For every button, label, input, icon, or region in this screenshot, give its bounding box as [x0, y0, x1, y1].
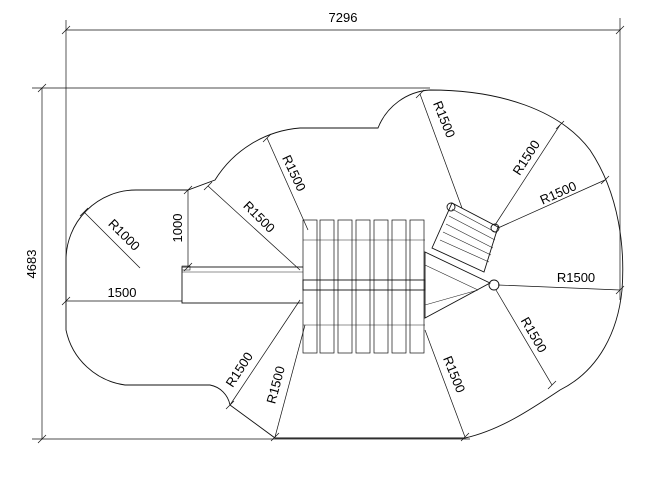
safety-zone-outline: [65, 89, 624, 439]
radius-label-8: R1500: [440, 354, 468, 395]
radius-small-label: R1000: [105, 216, 143, 254]
radius-label-5: R1500: [538, 178, 579, 207]
radius-label-10: R1500: [223, 349, 256, 389]
slide: 1000 1500: [61, 185, 305, 306]
slide-height-label: 1000: [170, 214, 185, 243]
radius-dimensions: [203, 89, 625, 442]
overall-width-label: 7296: [329, 10, 358, 25]
radius-label-4: R1500: [510, 137, 543, 177]
radius-small: R1000: [79, 207, 143, 269]
radius-label-1: R1500: [240, 198, 278, 236]
overall-height-label: 4683: [24, 250, 39, 279]
tower-platform: [302, 219, 426, 354]
slide-length-label: 1500: [108, 285, 137, 300]
radius-label-6: R1500: [557, 270, 595, 285]
radius-label-9: R1500: [263, 364, 287, 405]
radius-label-2: R1500: [279, 153, 309, 194]
overall-height-dimension: 4683: [24, 83, 470, 444]
ladder: [424, 202, 500, 319]
